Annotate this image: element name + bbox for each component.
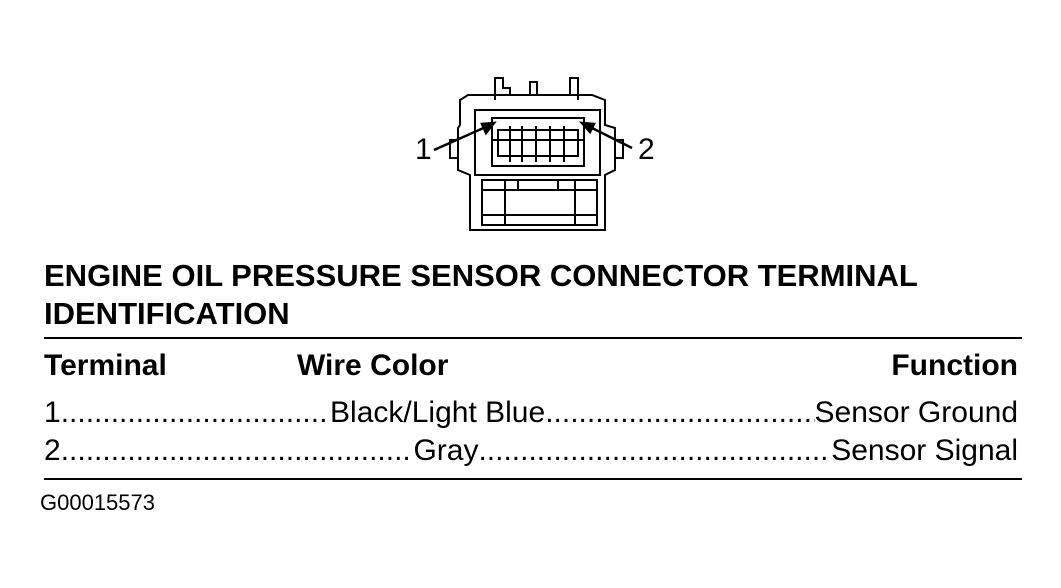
- leader-dots: [61, 396, 330, 430]
- title-line-1: ENGINE OIL PRESSURE SENSOR CONNECTOR TER…: [44, 258, 918, 293]
- row-wire-color: Gray: [413, 434, 479, 467]
- leader-dots: [61, 434, 414, 468]
- table-row: 2 Gray Sensor Signal: [44, 434, 1018, 468]
- row-function: Sensor Signal: [831, 434, 1018, 467]
- table-row: 1 Black/Light Blue Sensor Ground: [44, 396, 1018, 430]
- header-terminal: Terminal: [44, 349, 167, 382]
- header-wire-color: Wire Color: [297, 349, 449, 382]
- figure-code: G00015573: [40, 490, 155, 515]
- leader-dots: [478, 434, 831, 468]
- row-terminal: 2: [44, 434, 61, 467]
- header-function: Function: [891, 349, 1018, 382]
- title-divider: [44, 337, 1022, 339]
- row-wire-color: Black/Light Blue: [330, 396, 546, 429]
- diagram-title: ENGINE OIL PRESSURE SENSOR CONNECTOR TER…: [44, 257, 1044, 333]
- terminal-2-callout: 2: [638, 133, 655, 166]
- connector-diagram: 1 2: [410, 70, 660, 245]
- terminal-1-callout: 1: [415, 133, 432, 166]
- row-function: Sensor Ground: [814, 396, 1018, 429]
- title-line-2: IDENTIFICATION: [44, 296, 290, 331]
- leader-dots: [545, 396, 814, 430]
- connector-drawing: [433, 77, 633, 231]
- row-terminal: 1: [44, 396, 61, 429]
- table-bottom-divider: [44, 478, 1022, 480]
